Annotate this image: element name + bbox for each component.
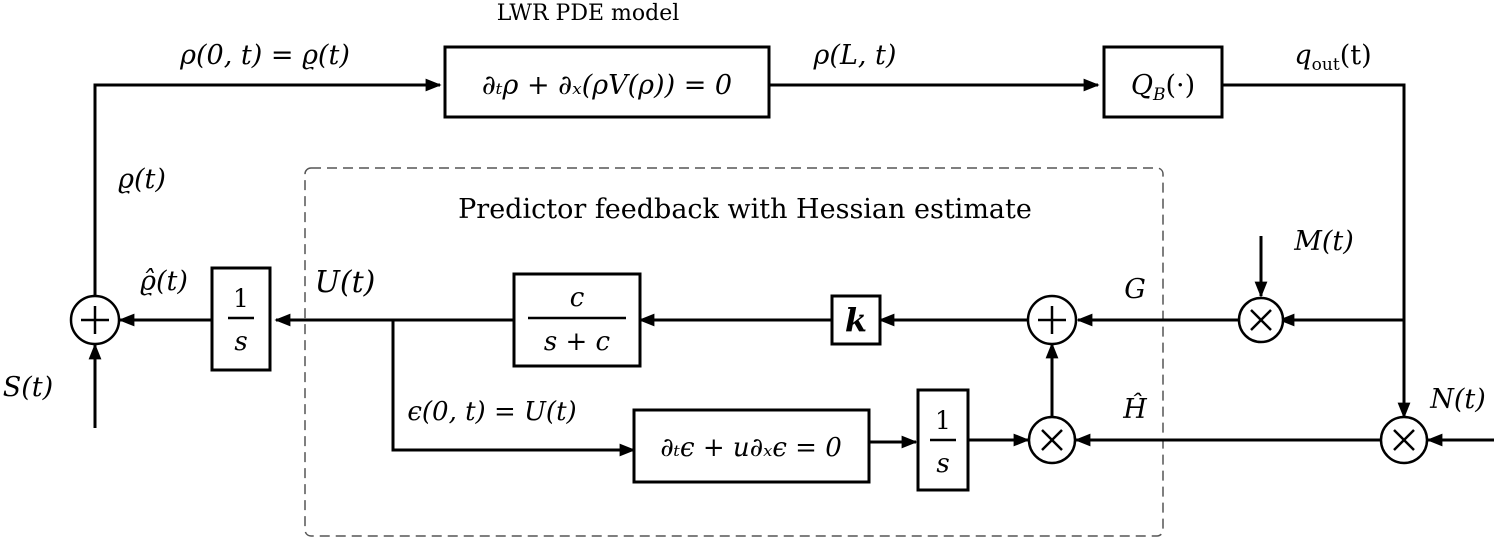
lwr-pde-block: ∂ₜρ + ∂ₓ(ρV(ρ)) = 0 [443, 45, 771, 119]
label-rhoL: ρ(L, t) [813, 40, 897, 71]
label-rho0: ρ(0, t) = ϱ(t) [179, 40, 350, 71]
integrator-block: 1 s [210, 266, 272, 372]
transport-pde-equation: ∂ₜϵ + u∂ₓϵ = 0 [660, 433, 842, 463]
integrator2-numerator: 1 [935, 406, 951, 435]
integrator-numerator: 1 [233, 284, 249, 313]
qb-block: QB(·) [1102, 45, 1224, 119]
wire-qout [1222, 83, 1411, 419]
N-multiplier-node [1379, 415, 1429, 465]
filter-block: c s + c [512, 272, 642, 368]
label-varrho: ϱ(t) [118, 164, 166, 195]
label-H-hat: Ĥ [1122, 392, 1147, 425]
upper-sum-node [1026, 294, 1078, 346]
left-sum-node [69, 294, 121, 346]
M-multiplier-node [1237, 296, 1285, 344]
label-eps0: ϵ(0, t) = U(t) [407, 397, 576, 427]
transport-pde-block: ∂ₜϵ + u∂ₓϵ = 0 [632, 408, 871, 484]
label-S: S(t) [3, 372, 53, 403]
filter-denominator: s + c [544, 327, 611, 357]
label-varrho-hat: ϱ̂(t) [140, 266, 188, 297]
predictor-title: Predictor feedback with Hessian estimate [458, 194, 1032, 225]
integrator2-denominator: s [936, 449, 949, 479]
predictor-region [304, 167, 1164, 537]
gain-block: k [830, 294, 882, 346]
lwr-pde-equation: ∂ₜρ + ∂ₓ(ρV(ρ)) = 0 [482, 70, 732, 101]
integrator2-block: 1 s [916, 388, 970, 492]
lower-multiplier-node [1027, 415, 1077, 465]
integrator-denominator: s [234, 327, 247, 357]
wire-varrho-to-lwr [93, 78, 442, 296]
filter-numerator: c [570, 283, 585, 313]
lwr-title: LWR PDE model [497, 1, 680, 26]
label-qout: qout(t) [1294, 40, 1371, 75]
wire-eps0 [391, 320, 636, 457]
label-N: N(t) [1429, 384, 1486, 415]
label-G: G [1124, 274, 1146, 305]
gain-label: k [845, 301, 867, 339]
qb-label: QB(·) [1131, 70, 1195, 105]
label-M: M(t) [1293, 226, 1354, 257]
label-U: U(t) [315, 265, 376, 300]
